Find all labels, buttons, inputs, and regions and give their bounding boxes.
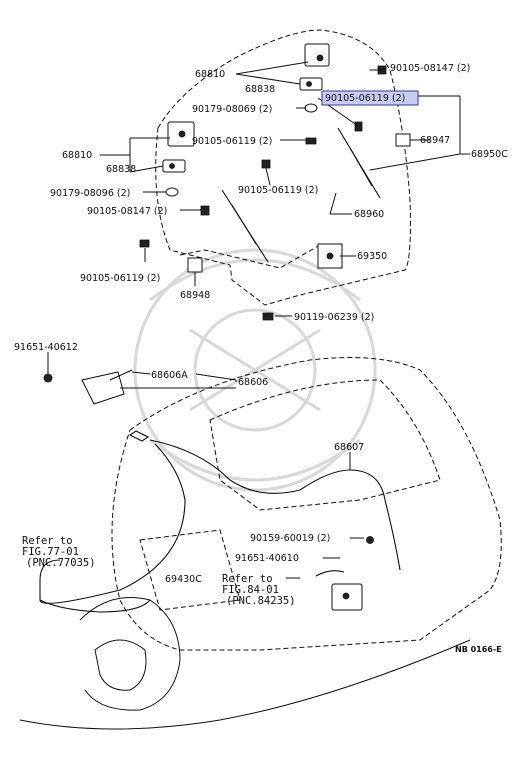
hinge-left[interactable]: [162, 121, 195, 173]
callout-90105-08147-top: 90105-08147 (2): [390, 63, 470, 74]
callout-91651-40612: 91651-40612: [14, 342, 78, 353]
callout-90179-08069: 90179-08069 (2): [192, 104, 272, 115]
ref-fig77-line1: Refer to: [22, 535, 73, 547]
lower-lock[interactable]: [286, 536, 374, 611]
callout-68607: 68607: [334, 442, 364, 453]
callout-68810-left: 68810: [62, 150, 92, 161]
leader-lines: [100, 61, 470, 317]
callout-68950C: 68950C: [471, 149, 508, 160]
callout-68606: 68606: [238, 377, 268, 388]
diagram-code: NB 0166-E: [455, 645, 502, 654]
fasteners: [139, 65, 387, 321]
callout-90179-08096: 90179-08096 (2): [50, 188, 130, 199]
callout-68948: 68948: [180, 290, 210, 301]
ref-fig77-line3: (PNC.77035): [26, 557, 96, 569]
watermark-emblem: [133, 248, 377, 492]
callout-68606A: 68606A: [151, 370, 188, 381]
release-cable[interactable]: [39, 430, 401, 613]
callout-68947: 68947: [420, 135, 450, 146]
hinge-top[interactable]: [299, 43, 330, 91]
gas-strut-right[interactable]: [337, 127, 381, 199]
latch-68606[interactable]: [43, 352, 237, 405]
callout-68960: 68960: [354, 209, 384, 220]
callout-90105-08147-left: 90105-08147 (2): [87, 206, 167, 217]
callout-90105-06119-b: 90105-06119 (2): [192, 136, 272, 147]
callout-68810-top: 68810: [195, 69, 225, 80]
callout-90119-06239: 90119-06239 (2): [294, 312, 374, 323]
ref-fig84-line2: FIG.84-01: [222, 584, 279, 596]
callout-90105-06119-d: 90105-06119 (2): [80, 273, 160, 284]
callout-labels: 68810 68838 90105-08147 (2) 90105-06119 …: [14, 63, 508, 654]
callout-68838-top: 68838: [245, 84, 275, 95]
highlight-box: [321, 90, 419, 106]
striker-68948: [187, 257, 203, 273]
bracket-68947: [395, 133, 411, 147]
ref-fig77-line2: FIG.77-01: [22, 546, 79, 558]
gas-strut-left[interactable]: [221, 189, 269, 263]
callout-69430C: 69430C: [165, 574, 202, 585]
ref-fig84-line3: (PNC.84235): [226, 595, 296, 607]
car-body-outline: [19, 357, 502, 730]
ref-fig84-line1: Refer to: [222, 573, 273, 585]
callout-68838-left: 68838: [106, 164, 136, 175]
callout-90105-06119-highlighted: 90105-06119 (2): [325, 93, 405, 104]
callout-90105-06119-c: 90105-06119 (2): [238, 185, 318, 196]
callout-90159-60019: 90159-60019 (2): [250, 533, 330, 544]
callout-91651-40610: 91651-40610: [235, 553, 299, 564]
callout-69350: 69350: [357, 251, 387, 262]
